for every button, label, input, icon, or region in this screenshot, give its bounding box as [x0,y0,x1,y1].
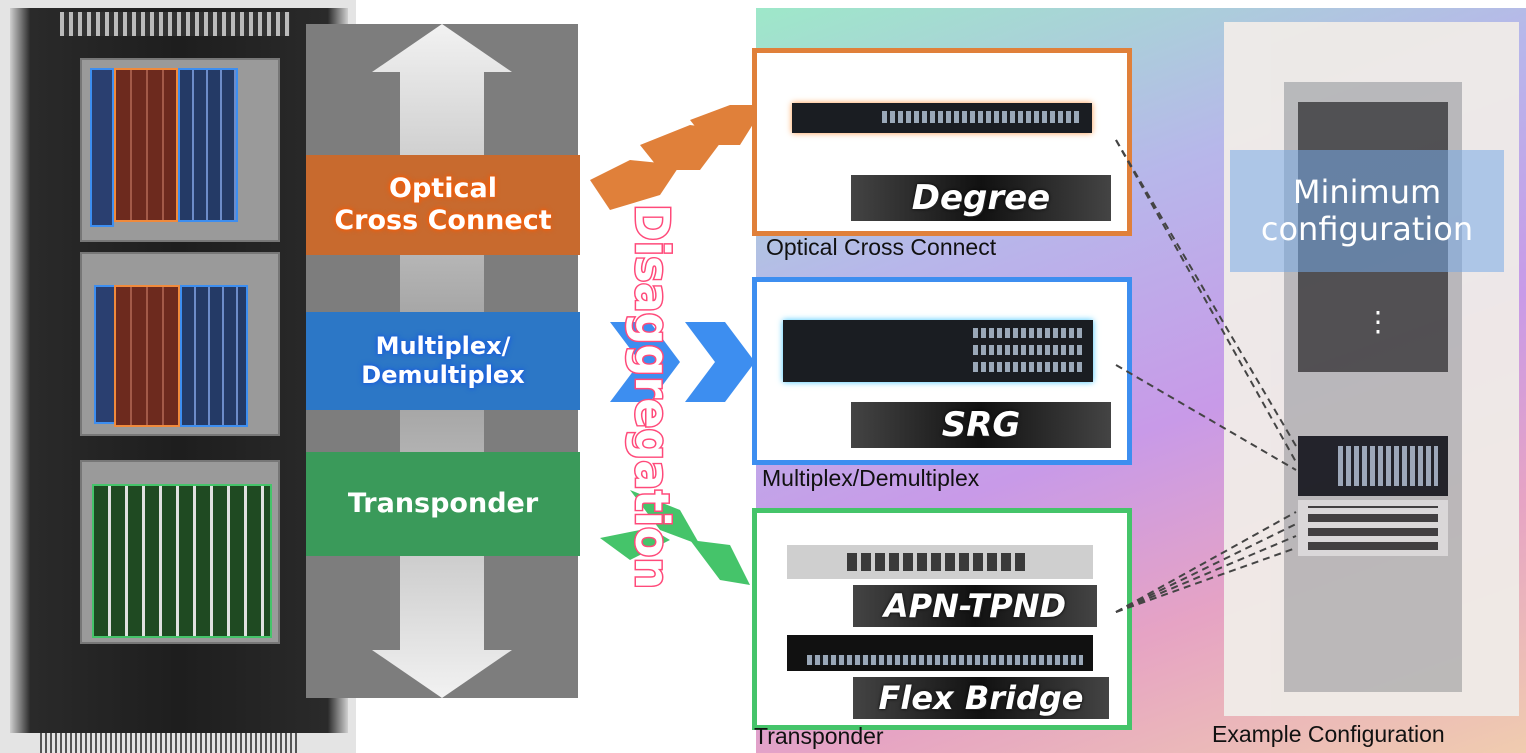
degree-box: Degree [752,48,1132,236]
minimum-configuration-box: Minimum configuration [1230,150,1504,272]
rack-bottom-vent [40,733,300,753]
device-ports [882,111,1082,123]
rack-blue-slot [90,68,114,227]
mux-caption: Multiplex/Demultiplex [762,465,980,491]
dashed-connector [1115,139,1297,463]
dashed-connector [1115,364,1297,471]
srg-chip-label: SRG [941,405,1021,445]
green-chevrons [600,490,750,585]
flex-bridge-chip-label: Flex Bridge [878,679,1084,717]
rack-ocx-cards [114,68,178,222]
flex-bridge-device-image [787,635,1093,671]
mux-label-band: Multiplex/ Demultiplex [306,312,580,410]
ocx-label-band: Optical Cross Connect [306,155,580,255]
degree-device-image [792,103,1092,133]
rack-mux-cards [178,68,238,222]
minimum-configuration-label: Minimum configuration [1260,173,1474,248]
orange-chevrons [590,105,765,210]
device-ports [847,553,1027,571]
example-rack-transponders [1298,500,1448,556]
device-ports [973,345,1083,355]
blue-chevrons [610,322,755,402]
transponder-label-band: Transponder [306,452,580,556]
transponder-label: Transponder [347,487,539,519]
degree-chip-label: Degree [911,178,1051,218]
dashed-connector [1115,523,1297,613]
apn-tpnd-chip: APN-TPND [853,585,1097,627]
disaggregation-chevrons [590,105,765,585]
disaggregation-label: Disaggregation [625,204,679,589]
ocx-caption: Optical Cross Connect [766,234,997,260]
mux-label: Multiplex/ Demultiplex [361,332,525,389]
ocx-label: Optical Cross Connect [334,172,552,236]
dashed-connector [1115,535,1297,613]
srg-device-image [783,320,1093,382]
device-ports [973,328,1083,338]
degree-chip: Degree [851,175,1111,221]
apn-tpnd-device-image [787,545,1093,579]
srg-box: SRG [752,277,1132,465]
rack-transponder-cards [92,484,272,638]
device-ports [807,655,1083,665]
ellipsis-indicator: ⋮ [1364,305,1392,338]
rack-mux-cards [180,285,248,427]
dashed-connector [1115,511,1297,613]
apn-tpnd-chip-label: APN-TPND [883,587,1067,625]
transponder-caption: Transponder [754,723,884,749]
rack-top-vent [60,12,290,36]
srg-chip: SRG [851,402,1111,448]
disaggregation-text: Disaggregation [624,203,681,591]
example-configuration-caption: Example Configuration [1212,721,1445,747]
dashed-connector [1115,547,1297,613]
device-ports [1338,446,1438,486]
rack-ocx-cards [114,285,180,427]
device-ports [973,362,1083,372]
network-rack-photo [0,0,356,753]
example-rack-device [1298,436,1448,496]
dashed-connector [1115,139,1297,447]
transponder-box: APN-TPND Flex Bridge [752,508,1132,730]
flex-bridge-chip: Flex Bridge [853,677,1109,719]
device-ports [1308,506,1438,550]
